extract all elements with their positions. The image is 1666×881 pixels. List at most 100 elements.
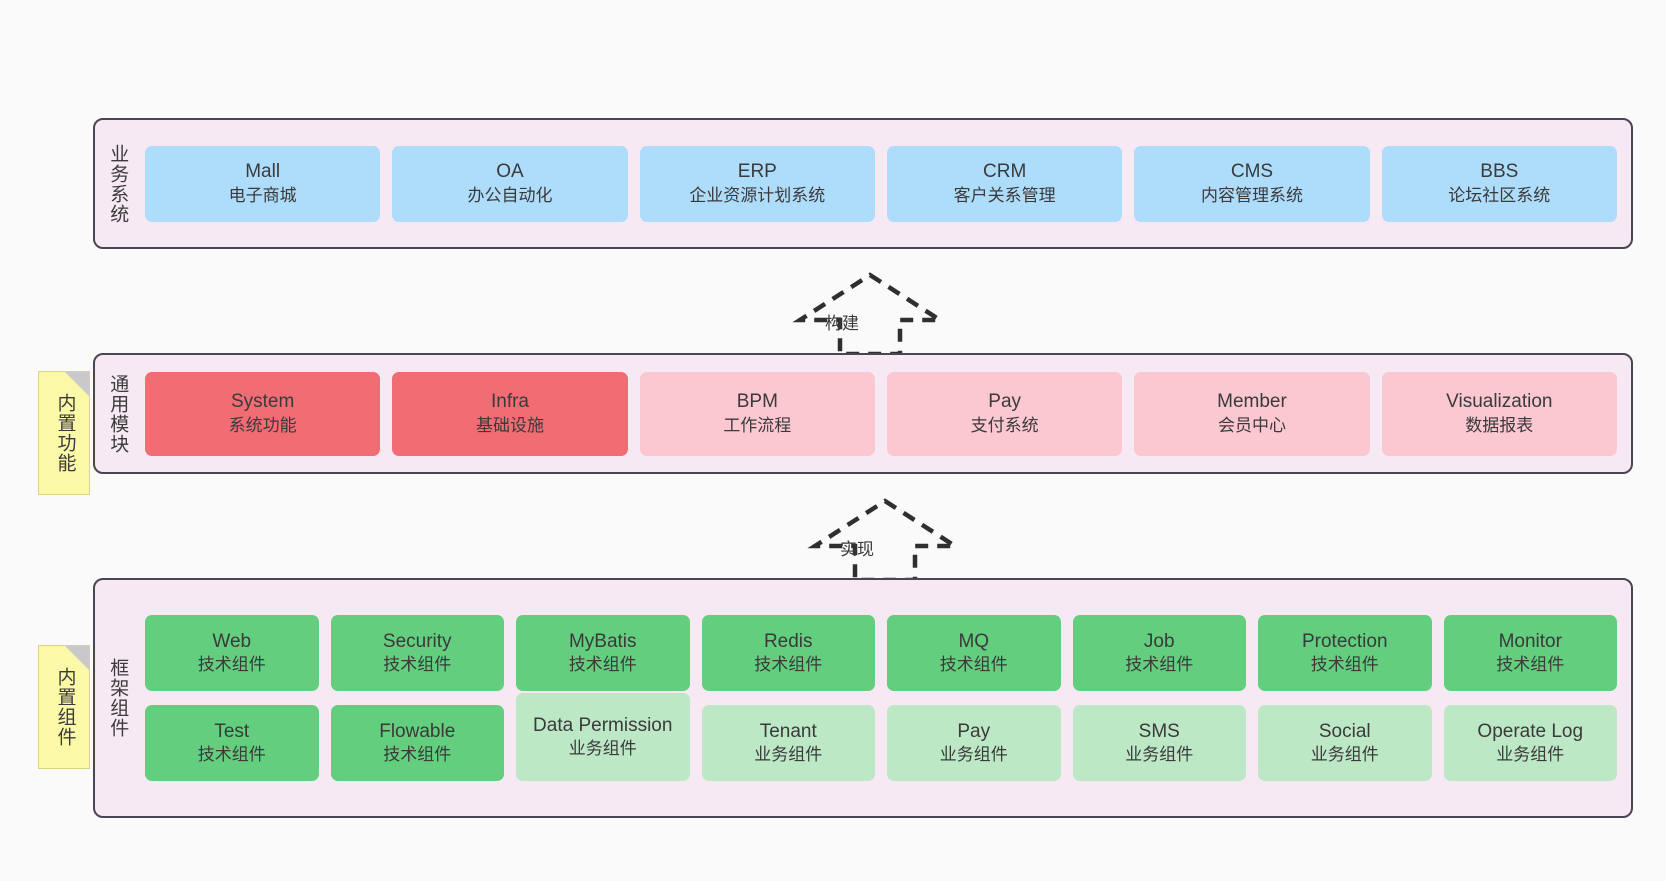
framework-card-test[interactable]: Test 技术组件 [145,705,319,781]
card-subtitle: 系统功能 [228,415,297,435]
connector-build-label: 构建 [825,314,859,333]
framework-card-web[interactable]: Web 技术组件 [145,615,319,691]
card-subtitle: 业务组件 [754,745,823,765]
card-subtitle: 内容管理系统 [1200,185,1303,205]
note-builtin-components: 内置组件 [38,645,90,769]
module-card-bpm[interactable]: BPM 工作流程 [639,371,875,456]
card-subtitle: 业务组件 [568,739,637,759]
framework-card-data-permission[interactable]: Data Permission 业务组件 [516,693,690,781]
card-subtitle: 基础设施 [475,415,544,435]
connector-implement: 实现 [807,498,963,583]
business-card-crm[interactable]: CRM 客户关系管理 [886,145,1123,222]
card-title: Pay [988,391,1022,413]
framework-card-mq[interactable]: MQ 技术组件 [887,615,1061,691]
layer-framework-components: 框架组件 Web 技术组件 Security 技术组件 MyBatis 技术组件… [93,578,1633,818]
card-title: System [230,391,295,413]
card-title: Infra [490,391,529,413]
card-title: Security [382,630,452,652]
card-subtitle: 技术组件 [383,655,452,675]
framework-card-mybatis[interactable]: MyBatis 技术组件 [516,615,690,691]
card-title: Mall [245,161,281,183]
card-title: CRM [983,161,1027,183]
card-title: Test [214,720,250,742]
business-card-oa[interactable]: OA 办公自动化 [392,145,628,222]
card-title: SMS [1138,720,1180,742]
card-subtitle: 业务组件 [939,745,1008,765]
card-subtitle: 技术组件 [568,655,637,675]
implement-arrow-icon [807,498,963,583]
framework-card-security[interactable]: Security 技术组件 [330,615,504,691]
framework-card-monitor[interactable]: Monitor 技术组件 [1443,615,1617,691]
framework-card-operate-log[interactable]: Operate Log 业务组件 [1443,705,1617,781]
business-card-erp[interactable]: ERP 企业资源计划系统 [639,145,875,222]
card-title: Member [1217,391,1287,413]
build-arrow-icon [792,272,948,357]
card-title: Data Permission [533,714,673,736]
business-card-cms[interactable]: CMS 内容管理系统 [1134,145,1370,222]
layer-framework-components-items: Web 技术组件 Security 技术组件 MyBatis 技术组件 Redi… [139,580,1631,816]
note-fold-icon [65,372,89,396]
card-subtitle: 工作流程 [723,415,792,435]
framework-row-tech: Web 技术组件 Security 技术组件 MyBatis 技术组件 Redi… [145,615,1617,691]
card-title: Web [212,630,252,652]
card-title: Job [1143,630,1175,652]
card-title: Tenant [759,720,817,742]
layer-business-systems-label: 业务系统 [107,143,129,224]
module-card-member[interactable]: Member 会员中心 [1134,371,1370,456]
framework-card-social[interactable]: Social 业务组件 [1258,705,1432,781]
layer-business-systems: 业务系统 Mall 电子商城 OA 办公自动化 ERP 企业资源计划系统 CRM… [93,118,1633,249]
card-title: Visualization [1446,391,1553,413]
card-title: BPM [736,391,778,413]
framework-row-business: Test 技术组件 Flowable 技术组件 Data Permission … [145,693,1617,781]
module-card-infra[interactable]: Infra 基础设施 [392,371,628,456]
layer-framework-components-label: 框架组件 [107,658,129,738]
note-fold-icon [65,646,89,670]
card-subtitle: 数据报表 [1465,415,1534,435]
framework-card-tenant[interactable]: Tenant 业务组件 [701,705,875,781]
card-subtitle: 技术组件 [197,655,266,675]
framework-card-pay[interactable]: Pay 业务组件 [887,705,1061,781]
card-title: Protection [1301,630,1388,652]
card-title: ERP [737,161,777,183]
layer-common-modules: 通用模块 System 系统功能 Infra 基础设施 BPM 工作流程 Pay… [93,353,1633,474]
card-title: Pay [957,720,991,742]
connector-build: 构建 [792,272,948,357]
card-title: OA [496,161,524,183]
module-card-visualization[interactable]: Visualization 数据报表 [1381,371,1617,456]
card-title: BBS [1480,161,1519,183]
card-title: MQ [958,630,990,652]
card-title: Social [1318,720,1371,742]
framework-card-sms[interactable]: SMS 业务组件 [1072,705,1246,781]
card-subtitle: 业务组件 [1496,745,1565,765]
card-title: Redis [763,630,813,652]
framework-card-flowable[interactable]: Flowable 技术组件 [330,705,504,781]
card-subtitle: 企业资源计划系统 [689,185,826,205]
framework-card-job[interactable]: Job 技术组件 [1072,615,1246,691]
card-subtitle: 技术组件 [1310,655,1379,675]
card-subtitle: 技术组件 [1125,655,1194,675]
business-card-mall[interactable]: Mall 电子商城 [145,145,381,222]
card-subtitle: 技术组件 [1496,655,1565,675]
framework-card-redis[interactable]: Redis 技术组件 [701,615,875,691]
card-subtitle: 技术组件 [197,745,266,765]
card-subtitle: 办公自动化 [467,185,553,205]
business-card-bbs[interactable]: BBS 论坛社区系统 [1381,145,1617,222]
card-subtitle: 业务组件 [1125,745,1194,765]
card-title: CMS [1230,161,1274,183]
card-subtitle: 论坛社区系统 [1448,185,1551,205]
layer-business-systems-items: Mall 电子商城 OA 办公自动化 ERP 企业资源计划系统 CRM 客户关系… [139,120,1631,247]
card-subtitle: 电子商城 [228,185,297,205]
layer-common-modules-label: 通用模块 [107,373,129,454]
card-subtitle: 技术组件 [939,655,1008,675]
module-card-pay[interactable]: Pay 支付系统 [886,371,1123,456]
card-subtitle: 会员中心 [1217,415,1286,435]
card-subtitle: 业务组件 [1310,745,1379,765]
layer-common-modules-items: System 系统功能 Infra 基础设施 BPM 工作流程 Pay 支付系统… [139,355,1631,472]
card-subtitle: 技术组件 [754,655,823,675]
note-builtin-components-label: 内置组件 [54,667,76,747]
framework-card-protection[interactable]: Protection 技术组件 [1258,615,1432,691]
module-card-system[interactable]: System 系统功能 [145,371,381,456]
card-title: Flowable [379,720,456,742]
card-title: Operate Log [1477,720,1584,742]
